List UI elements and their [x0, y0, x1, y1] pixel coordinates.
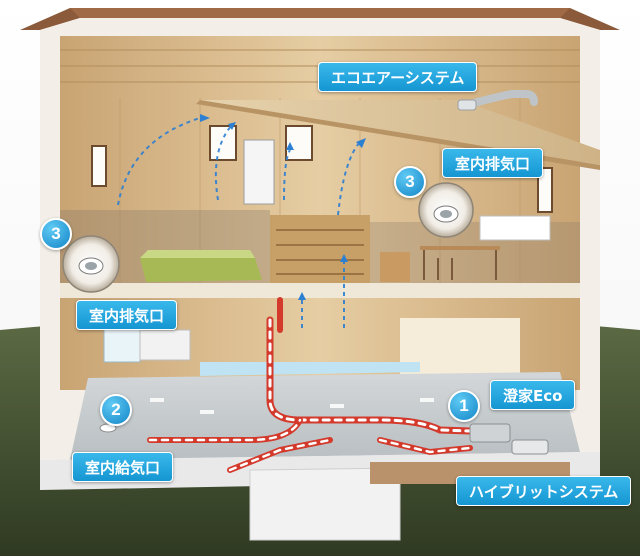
second-floor-slab [60, 283, 580, 298]
desk [479, 215, 551, 241]
badge-3-exhaust-left: 3 [40, 218, 72, 250]
airflow-arrow [200, 114, 210, 122]
badge-2-supply: 2 [100, 394, 132, 426]
stairwell [270, 215, 370, 283]
window [537, 167, 553, 213]
airflow-arrow [340, 254, 348, 262]
exhaust-vent-label-left: 室内排気口 [76, 300, 178, 330]
exhaust-vent-bubble-left [62, 235, 120, 293]
duct-stripe [268, 318, 502, 434]
airflow-arrow [298, 292, 306, 300]
sumika-eco-text: 澄家Eco [503, 386, 563, 405]
duct-stripe [228, 438, 332, 472]
airflow-path [283, 149, 291, 201]
airflow-arrow [356, 138, 366, 148]
kitchen-counter [139, 329, 191, 361]
airflow-arrow [228, 122, 236, 130]
duct-stripe [148, 418, 302, 442]
sumika-eco-label: 澄家Eco [490, 380, 576, 410]
closet [243, 139, 275, 205]
badge-1-unit: 1 [448, 390, 480, 422]
badge-number: 2 [111, 400, 121, 419]
airflow-path [214, 124, 233, 201]
bed-top [140, 250, 255, 258]
foundation-pillar [249, 467, 401, 541]
air-channel [200, 362, 420, 376]
table [420, 246, 500, 250]
floor-airflow-mark [330, 404, 344, 408]
badge-number: 1 [459, 396, 469, 415]
hybrid-system-text: ハイブリットシステム [469, 482, 619, 501]
eco-air-system-label: エコエアーシステム [318, 62, 478, 92]
airflow-path [337, 141, 361, 216]
window [209, 125, 237, 161]
eco-air-system-text: エコエアーシステム [331, 68, 465, 87]
hybrid-system-label: ハイブリットシステム [456, 476, 632, 506]
window [91, 145, 107, 187]
duct-stripe [378, 438, 472, 454]
exhaust-vent-text: 室内排気口 [89, 306, 165, 325]
badge-number: 3 [405, 172, 415, 191]
floor-airflow-mark [200, 410, 214, 414]
exhaust-vent-label-right: 室内排気口 [442, 148, 544, 178]
exhaust-vent-text: 室内排気口 [455, 154, 531, 173]
airflow-arrow [286, 142, 294, 150]
badge-3-exhaust-right: 3 [394, 166, 426, 198]
cabinet [380, 252, 410, 282]
roof-top [70, 8, 570, 18]
eco-air-duct [457, 90, 538, 111]
floor-airflow-mark [420, 398, 434, 402]
supply-vent-label: 室内給気口 [72, 452, 174, 482]
bed [140, 258, 262, 282]
ventilation-unit [469, 423, 549, 455]
badge-number: 3 [51, 224, 61, 243]
floor-airflow-mark [150, 398, 164, 402]
exhaust-vent-bubble-right [418, 182, 474, 238]
supply-vent-text: 室内給気口 [85, 458, 161, 477]
